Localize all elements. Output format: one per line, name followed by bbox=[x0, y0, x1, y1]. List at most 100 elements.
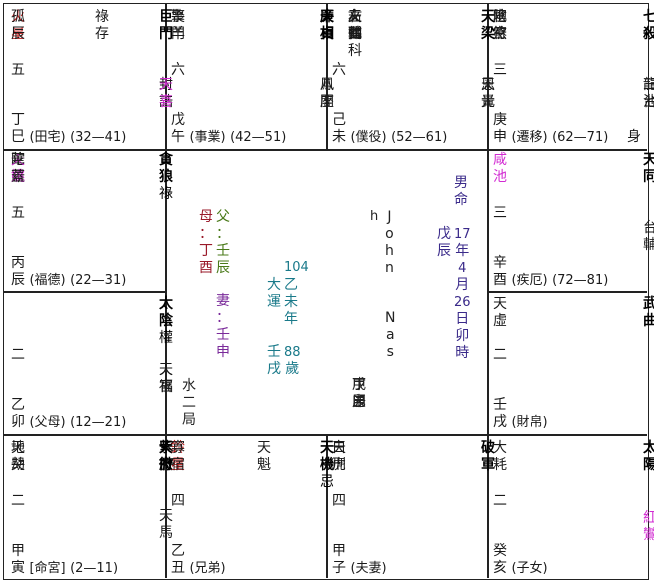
heavenly-stem: 丙 bbox=[11, 255, 25, 271]
palace-name: (疾厄) bbox=[511, 273, 548, 288]
star-zuofu: 左輔 bbox=[348, 9, 362, 42]
star-huagai: 華蓋 bbox=[11, 152, 25, 185]
palace-label: 卯 (父母) (12—21) bbox=[11, 414, 126, 431]
palace-wei[interactable]: 天鉞 右弼科 左輔 文曲 文昌 天梁 六 天貴 恩光 己 未 (僕役) (52—… bbox=[326, 3, 495, 149]
palace-hai[interactable]: 大耗 太陽 二 紅鸞 癸 亥 (子女) bbox=[487, 434, 654, 580]
element-bureau: 水二局 bbox=[182, 378, 196, 428]
earthly-branch: 巳 bbox=[11, 129, 25, 145]
star-tianku: 天哭 bbox=[11, 440, 25, 473]
transform-lu: 祿 bbox=[159, 186, 173, 202]
decade-range: (2—11) bbox=[70, 561, 119, 576]
grid-line bbox=[4, 291, 165, 293]
star-enguang: 恩光 bbox=[481, 77, 495, 110]
palace-number: 四 bbox=[332, 493, 346, 509]
palace-label: 辰 (福德) (22—31) bbox=[11, 272, 126, 289]
palace-label: 未 (僕役) (52—61) bbox=[332, 129, 447, 146]
star-tianyue: 天鉞 bbox=[348, 9, 362, 42]
palace-chou[interactable]: 鈴星 寡宿 天魁 天機忌 四 乙 丑 (兄弟) bbox=[165, 434, 334, 580]
star-lucun: 祿存 bbox=[95, 9, 109, 42]
palace-label: 午 (事業) (42—51) bbox=[171, 129, 286, 146]
grid-line bbox=[165, 4, 167, 578]
luck-number: 104 bbox=[284, 260, 309, 275]
palace-label: 丑 (兄弟) bbox=[171, 560, 226, 577]
decade-range: (42—51) bbox=[230, 130, 287, 145]
palace-label: 戌 (財帛) bbox=[493, 414, 548, 431]
decade-range: (32—41) bbox=[70, 130, 127, 145]
birth-date: 17 年 4 月 26 日 卯 時 bbox=[454, 227, 471, 361]
palace-number: 五 bbox=[11, 205, 25, 221]
name-last: N a s bbox=[385, 310, 396, 360]
luck-label: 大運 bbox=[267, 277, 281, 310]
heavenly-stem: 丁 bbox=[11, 112, 25, 128]
main-star-tianxiang: 天相 bbox=[320, 9, 334, 42]
chart-center-info: 男命 戊辰 17 年 4 月 26 日 卯 時 h J o h n N a s … bbox=[165, 148, 487, 435]
palace-mao[interactable]: 太陰權 二 天福 天官 乙 卯 (父母) (12—21) bbox=[3, 291, 173, 434]
palace-name: (夫妻) bbox=[350, 561, 387, 576]
main-star-tianji: 天機忌 bbox=[320, 440, 334, 490]
name-first: J o h n bbox=[385, 209, 394, 276]
palace-shen[interactable]: 地空 官符 陰煞 七殺 三 三台 龍池 庚 申 (遷移) (62—71) 身 bbox=[487, 3, 654, 149]
heavenly-stem: 甲 bbox=[332, 543, 346, 559]
palace-xu[interactable]: 天虛 武曲 二 壬 戌 (財帛) bbox=[487, 291, 654, 434]
palace-name: (兄弟) bbox=[189, 561, 226, 576]
palace-zi[interactable]: 天刑 白虎 破軍 四 甲 子 (夫妻) bbox=[326, 434, 495, 580]
palace-number: 五 bbox=[11, 62, 25, 78]
earthly-branch: 卯 bbox=[11, 414, 25, 430]
star-guchen: 孤辰 bbox=[11, 9, 25, 42]
main-star-jumen: 巨門 bbox=[159, 9, 173, 42]
earthly-branch: 午 bbox=[171, 129, 185, 145]
star-sangmen: 喪門 bbox=[171, 9, 185, 42]
palace-name: (財帛) bbox=[511, 415, 548, 430]
main-star-tanlang: 貪狼祿 bbox=[159, 152, 173, 202]
palace-name: (子女) bbox=[511, 561, 548, 576]
star-wenchang: 文昌 bbox=[348, 9, 362, 42]
star-tiangui: 天貴 bbox=[481, 77, 495, 110]
main-star-tiantong: 天同 bbox=[643, 152, 654, 185]
star-tianxing: 天刑 bbox=[332, 440, 346, 473]
palace-number: 三 bbox=[493, 62, 507, 78]
star-guasu: 寡宿 bbox=[171, 440, 185, 473]
palace-number: 二 bbox=[493, 347, 507, 363]
year-pillar: 戊辰 bbox=[352, 377, 366, 410]
star-tianguan: 天官 bbox=[159, 362, 173, 395]
star-bazuo: 八座 bbox=[320, 77, 334, 110]
luck-ganzhi: 壬戌 bbox=[267, 344, 281, 377]
star-santai: 三台 bbox=[643, 77, 654, 110]
father-ganzhi: 父：壬辰 bbox=[216, 209, 230, 276]
heavenly-stem: 庚 bbox=[493, 112, 507, 128]
palace-name: (父母) bbox=[29, 415, 66, 430]
star-huoxing: 火星 bbox=[11, 9, 25, 42]
palace-number: 六 bbox=[171, 62, 185, 78]
heavenly-stem: 己 bbox=[332, 112, 346, 128]
earthly-branch: 亥 bbox=[493, 560, 507, 576]
palace-you[interactable]: 咸池 天同 三 台輔 辛 酉 (疾厄) (72—81) bbox=[487, 149, 654, 291]
main-star-ziwei: 紫微 bbox=[159, 440, 173, 473]
palace-number: 三 bbox=[493, 205, 507, 221]
palace-number: 六 bbox=[332, 62, 346, 78]
main-star-tianfu: 天府 bbox=[159, 440, 173, 473]
heavenly-stem: 壬 bbox=[493, 397, 507, 413]
palace-si[interactable]: 火星 孤辰 祿存 巨門 五 封誥 天喜 丁 巳 (田宅) (32—41) bbox=[3, 3, 173, 149]
palace-chen[interactable]: 陀羅 天姚 華蓋 貪狼祿 五 丙 辰 (福德) (22—31) bbox=[3, 149, 173, 291]
palace-number: 二 bbox=[11, 493, 25, 509]
palace-name: (福德) bbox=[29, 273, 66, 288]
grid-line bbox=[326, 434, 328, 578]
name-prefix: h bbox=[370, 209, 379, 224]
star-fengge: 鳳閣 bbox=[320, 77, 334, 110]
palace-label: 亥 (子女) bbox=[493, 560, 548, 577]
palace-label: 子 (夫妻) bbox=[332, 560, 387, 577]
palace-yin[interactable]: 地劫 天哭 天府 紫微 二 天馬 甲 寅 [命宮] (2—11) bbox=[3, 434, 173, 580]
main-star-qisha: 七殺 bbox=[643, 9, 654, 42]
star-dikong: 地空 bbox=[493, 9, 507, 42]
star-tiankui: 天魁 bbox=[257, 440, 271, 473]
wife-ganzhi: 妻：壬申 bbox=[216, 293, 230, 360]
earthly-branch: 酉 bbox=[493, 272, 507, 288]
body-palace-mark: 身 bbox=[627, 129, 641, 145]
star-hongluan: 紅鸞 bbox=[643, 510, 654, 543]
decade-range: (62—71) bbox=[552, 130, 609, 145]
star-guanfu: 官符 bbox=[493, 9, 507, 42]
palace-wu[interactable]: 擎羊 喪門 天相 廉貞 六 八座 鳳閣 戊 午 (事業) (42—51) bbox=[165, 3, 334, 149]
earthly-branch: 申 bbox=[493, 129, 507, 145]
transform-ke: 科 bbox=[348, 43, 362, 59]
